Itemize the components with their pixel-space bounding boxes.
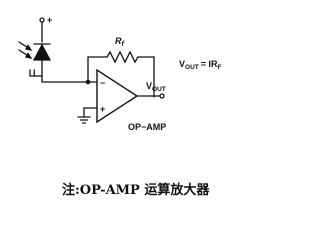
output-label: VOUT <box>146 81 166 93</box>
photodiode <box>32 43 52 73</box>
resistor-label: Rf <box>115 36 125 48</box>
supply-label: + <box>47 15 52 25</box>
wire-feedback-right <box>137 56 155 98</box>
op-amp-triangle <box>96 68 139 124</box>
current-arrow <box>29 69 43 77</box>
ground-icon <box>77 116 91 124</box>
current-label: I <box>33 68 36 78</box>
inverting-input-label: − <box>100 78 105 88</box>
op-amp-label: OP−AMP <box>128 122 166 132</box>
circuit-schematic: + I Rf − + VOUT OP−AMP VOUT= IRF 注:OP-AM… <box>18 15 222 198</box>
output-equation: VOUT= IRF <box>179 59 222 71</box>
light-arrows <box>18 41 33 59</box>
noninverting-input-label: + <box>100 104 105 114</box>
wire-noninverting-input <box>83 107 98 118</box>
photodiode-amplifier-diagram: + I Rf − + VOUT OP−AMP VOUT= IRF 注:OP-AM… <box>18 15 222 198</box>
caption-note: 注:OP-AMP 运算放大器 <box>62 182 210 198</box>
wire-input <box>41 71 89 83</box>
output-terminal <box>159 93 165 99</box>
feedback-resistor <box>106 50 139 64</box>
wire-feedback-left <box>87 56 108 83</box>
